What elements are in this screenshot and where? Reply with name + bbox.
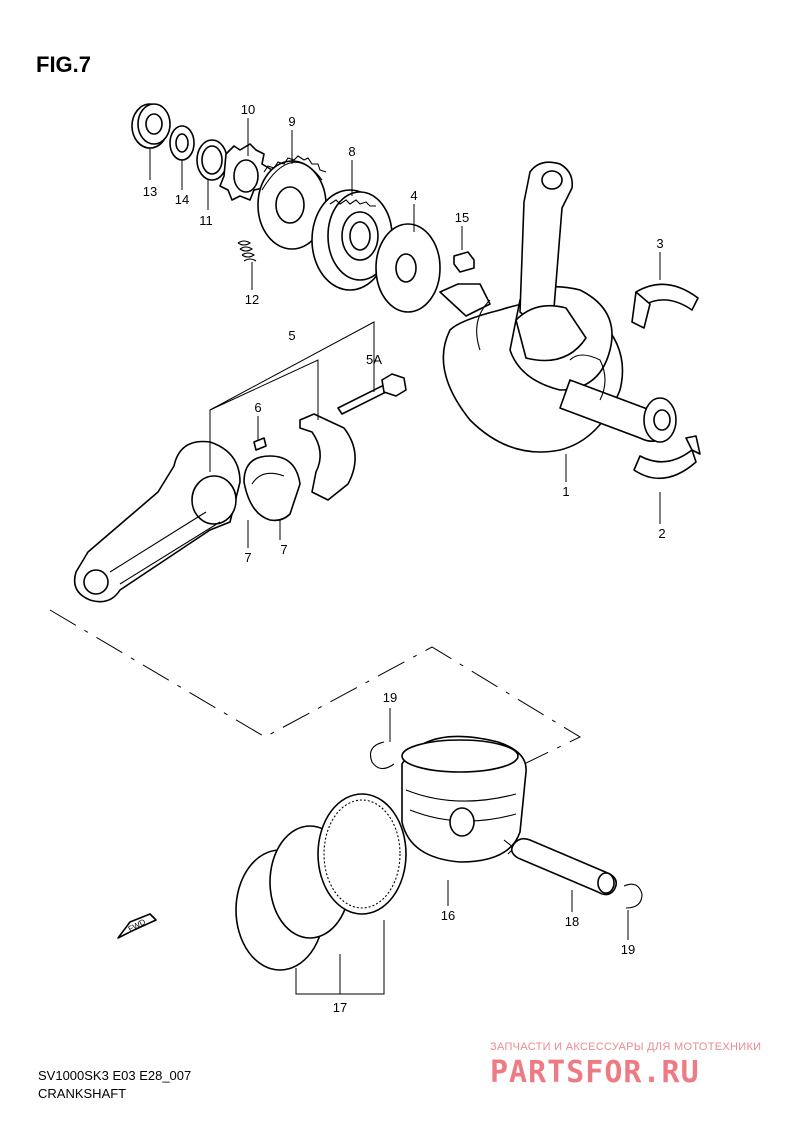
part-15-key-drawing (453, 251, 475, 273)
callout-8: 8 (348, 144, 355, 159)
callout-2: 2 (658, 526, 665, 541)
part-11-circlip-drawing (196, 139, 228, 181)
part-19-circlip-right-drawing (623, 883, 643, 909)
callout-1: 1 (562, 484, 569, 499)
part-18-piston-pin-drawing (510, 837, 618, 896)
figure-title: FIG.7 (36, 52, 91, 77)
watermark-brand: PARTSFOR.RU (490, 1055, 700, 1090)
callout-19-top: 19 (383, 690, 397, 705)
callout-5a: 5A (366, 352, 382, 367)
conrod-cap-drawing (299, 413, 356, 501)
group-5-bracket-upper (209, 321, 375, 411)
callout-4: 4 (410, 188, 417, 203)
part-5a-bolt-drawing (337, 373, 407, 415)
callout-10: 10 (241, 102, 255, 117)
part-9-gear-drawing (257, 155, 327, 250)
callout-5: 5 (288, 328, 295, 343)
part-12-spring-drawing (237, 240, 257, 262)
section-name: CRANKSHAFT (38, 1086, 126, 1101)
part-2-bearing-drawing (633, 435, 701, 480)
part-4-shim-drawing (375, 223, 441, 313)
callout-7-left: 7 (244, 550, 251, 565)
part-19-circlip-top-drawing (369, 741, 395, 770)
callout-9: 9 (288, 114, 295, 129)
callout-14: 14 (175, 192, 189, 207)
callout-11: 11 (199, 213, 213, 228)
assembly-reference-line (49, 609, 582, 765)
callout-3: 3 (656, 236, 663, 251)
callout-13: 13 (143, 184, 157, 199)
callout-15: 15 (455, 210, 469, 225)
part-7-bearing-halves-drawing (243, 455, 301, 522)
callout-6: 6 (254, 400, 261, 415)
callout-7-right: 7 (280, 542, 287, 557)
callout-17: 17 (333, 1000, 347, 1015)
group-5-bracket (209, 359, 319, 472)
part-16-piston-drawing (401, 735, 527, 863)
part-6-pin-drawing (253, 437, 267, 451)
callout-19-right: 19 (621, 942, 635, 957)
watermark-logo: ЗАПЧАСТИ И АКСЕССУАРЫ ДЛЯ МОТОТЕХНИКИ PA… (490, 1041, 761, 1090)
part-13-nut-drawing (131, 103, 171, 149)
part-14-washer-drawing (169, 125, 195, 161)
callout-12: 12 (245, 292, 259, 307)
leader-lines (149, 118, 661, 940)
callout-18: 18 (565, 914, 579, 929)
model-code: SV1000SK3 E03 E28_007 (38, 1068, 191, 1083)
part-5-conrod-drawing (73, 440, 241, 603)
watermark-tagline: ЗАПЧАСТИ И АКСЕССУАРЫ ДЛЯ МОТОТЕХНИКИ (490, 1041, 761, 1053)
part-3-bearing-drawing (631, 283, 699, 329)
callout-16: 16 (441, 908, 455, 923)
fwd-arrow-icon: FWD (117, 913, 157, 939)
crankshaft-conrod-drawing (515, 161, 587, 362)
part-17-piston-rings-drawing (235, 793, 407, 971)
